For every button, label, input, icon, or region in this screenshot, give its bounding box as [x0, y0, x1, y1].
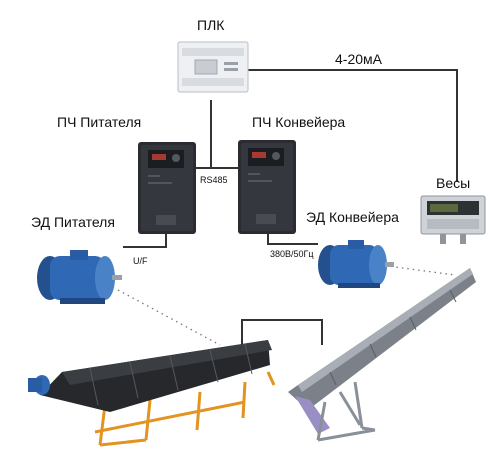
feeder-conveyor — [28, 340, 276, 447]
inclined-conveyor — [288, 268, 476, 442]
scales-device — [420, 195, 486, 244]
scales-label: Весы — [436, 175, 471, 191]
rs485-label: RS485 — [200, 175, 228, 185]
power-label: 380В/50Гц — [270, 249, 314, 259]
vfd-conveyor-label: ПЧ Конвейера — [252, 114, 346, 130]
line-plc-to-scales — [248, 69, 458, 182]
vfd-feeder-label: ПЧ Питателя — [57, 114, 142, 130]
line-vfd-feeder-to-motor — [123, 234, 167, 248]
motor-feeder-device — [37, 250, 122, 304]
uf-label: U/F — [133, 256, 148, 266]
line-vfd-conveyor-power — [267, 234, 318, 245]
motor-feeder-label: ЭД Питателя — [31, 214, 115, 230]
plc-device — [177, 41, 249, 93]
vfd-feeder-device — [138, 142, 196, 234]
motor-conveyor-label: ЭД Конвейера — [306, 209, 399, 225]
vfd-conveyor-device — [238, 140, 296, 234]
dotted-feeder-motor — [117, 289, 221, 346]
motor-conveyor-device — [318, 240, 394, 288]
plc-label: ПЛК — [197, 17, 225, 33]
signal-label: 4-20мА — [335, 51, 382, 67]
